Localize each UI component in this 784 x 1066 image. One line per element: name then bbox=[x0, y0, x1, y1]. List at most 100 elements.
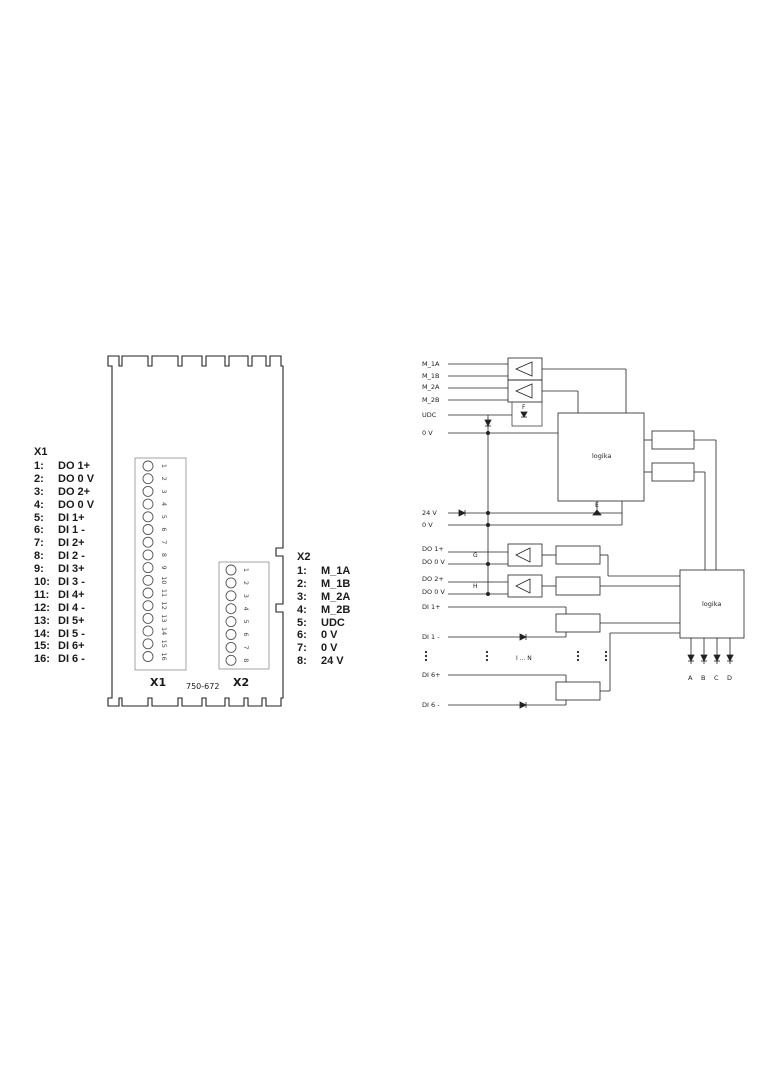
terminal-number: 8 bbox=[242, 658, 250, 662]
x1-pin-row: 11:DI 4+ bbox=[34, 589, 94, 602]
amp-triangle-1 bbox=[515, 361, 533, 377]
led-b: B bbox=[701, 674, 705, 682]
terminal-hole bbox=[225, 641, 237, 653]
x1-pin-name: DI 3 - bbox=[58, 576, 85, 589]
sig-di6p: DI 6+ bbox=[422, 671, 441, 679]
x1-pin-name: DO 0 V bbox=[58, 498, 95, 511]
x2-block-label: X2 bbox=[233, 676, 249, 689]
terminal-number: 9 bbox=[160, 566, 168, 570]
x2-pin-row: 5: UDC bbox=[297, 617, 350, 630]
x2-pin-name: 24 V bbox=[321, 655, 344, 668]
terminal-number: 5 bbox=[160, 515, 168, 519]
terminal-number: 3 bbox=[160, 489, 168, 493]
amp-block-2 bbox=[507, 379, 543, 403]
x1-pin-row: 14:DI 5 - bbox=[34, 628, 94, 641]
terminal-hole bbox=[142, 485, 154, 497]
module-outline bbox=[107, 355, 284, 707]
terminal-number: 8 bbox=[160, 553, 168, 557]
x1-pin-name: DO 0 V bbox=[58, 472, 95, 485]
sig-di1m: DI 1 - bbox=[422, 633, 440, 641]
x2-pin-number: 6: bbox=[297, 629, 307, 642]
x1-pin-number: 4: bbox=[34, 498, 44, 511]
logic-block-2 bbox=[679, 569, 745, 639]
diode-tag-g: G bbox=[473, 552, 478, 559]
sig-do2: DO 2+ bbox=[422, 575, 444, 583]
terminal-number: 10 bbox=[160, 576, 168, 584]
x1-pin-name: DI 5 - bbox=[58, 627, 85, 640]
x1-pin-number: 8: bbox=[34, 550, 44, 563]
sig-24v: 24 V bbox=[422, 509, 437, 517]
x2-pin-row: 6:0 V bbox=[297, 629, 350, 642]
x2-pin-number: 1: bbox=[297, 565, 307, 577]
terminal-number: 3 bbox=[242, 594, 250, 598]
terminal-number: 1 bbox=[242, 568, 250, 572]
sig-do0v-2: DO 0 V bbox=[422, 588, 445, 596]
sig-di1p: DI 1+ bbox=[422, 603, 441, 611]
x2-pin-name: 0 V bbox=[321, 642, 338, 655]
x1-pin-number: 1: bbox=[34, 460, 44, 472]
x1-pin-row: 12:DI 4 - bbox=[34, 602, 94, 615]
x1-terminal-holes bbox=[142, 460, 154, 662]
x1-pin-number: 6: bbox=[34, 524, 44, 537]
led-d: D bbox=[727, 674, 732, 682]
terminal-number: 7 bbox=[242, 645, 250, 649]
logic-label-2: logika bbox=[702, 600, 721, 608]
x2-pin-name: M_2B bbox=[321, 603, 351, 616]
ellipsis-dots bbox=[424, 650, 608, 662]
logic-block-1 bbox=[557, 412, 645, 502]
x2-pin-name: M_1A bbox=[321, 565, 351, 577]
x1-pin-number: 3: bbox=[34, 485, 44, 498]
sig-0v-top: 0 V bbox=[422, 429, 433, 437]
led-a: A bbox=[688, 674, 693, 682]
x1-block-label: X1 bbox=[150, 676, 166, 689]
x2-pin-number: 3: bbox=[297, 590, 307, 603]
x1-header: X1 bbox=[34, 446, 48, 458]
terminal-number: 16 bbox=[160, 652, 168, 660]
amp-triangle-2 bbox=[515, 383, 533, 399]
x1-pin-number: 15: bbox=[34, 640, 50, 653]
x1-pin-number: 7: bbox=[34, 537, 44, 550]
x1-pin-name: DI 1 - bbox=[58, 524, 85, 537]
terminal-number: 5 bbox=[242, 620, 250, 624]
diode-tag-e: E bbox=[595, 502, 599, 509]
x1-pin-name: DI 2+ bbox=[58, 537, 85, 550]
terminal-hole bbox=[142, 562, 154, 574]
terminal-hole bbox=[225, 590, 237, 602]
udc-diode bbox=[484, 419, 492, 427]
terminal-number: 6 bbox=[160, 527, 168, 531]
x1-pin-row: 7: DI 2+ bbox=[34, 537, 94, 550]
x1-pin-name: DI 3+ bbox=[58, 563, 85, 576]
x2-terminal-holes bbox=[225, 564, 237, 666]
terminal-number: 15 bbox=[160, 640, 168, 648]
terminal-number: 6 bbox=[242, 632, 250, 636]
x2-pin-number: 5: bbox=[297, 616, 307, 629]
x1-pin-name: DI 2 - bbox=[58, 550, 85, 563]
x1-pin-row: 15:DI 6+ bbox=[34, 640, 94, 653]
x1-pin-number: 5: bbox=[34, 511, 44, 524]
junction-dots bbox=[486, 431, 490, 596]
terminal-hole bbox=[142, 536, 154, 548]
terminal-number: 13 bbox=[160, 614, 168, 622]
x2-pin-name: UDC bbox=[321, 616, 345, 629]
terminal-number: 14 bbox=[160, 627, 168, 635]
x1-pin-number: 12: bbox=[34, 601, 50, 614]
x1-pin-number: 10: bbox=[34, 576, 50, 589]
x1-pin-row: 2:DO 0 V bbox=[34, 473, 94, 486]
x2-pin-row: 4:M_2B bbox=[297, 604, 350, 617]
x1-pin-name: DI 5+ bbox=[58, 614, 85, 627]
terminal-hole bbox=[142, 625, 154, 637]
terminal-number: 12 bbox=[160, 602, 168, 610]
do-amp-2 bbox=[507, 574, 543, 598]
sig-m2a: M_2A bbox=[422, 383, 440, 391]
opto-block-top-2 bbox=[651, 462, 695, 482]
opto-di-1 bbox=[555, 613, 601, 633]
x2-pin-name: M_1B bbox=[321, 577, 351, 590]
x2-pin-name: M_2A bbox=[321, 590, 351, 603]
x2-pin-row: 7:0 V bbox=[297, 642, 350, 655]
x1-pin-row: 1:DO 1+ bbox=[34, 460, 94, 473]
opto-do-2 bbox=[555, 576, 601, 596]
terminal-hole bbox=[142, 498, 154, 510]
x1-pin-number: 9: bbox=[34, 563, 44, 576]
